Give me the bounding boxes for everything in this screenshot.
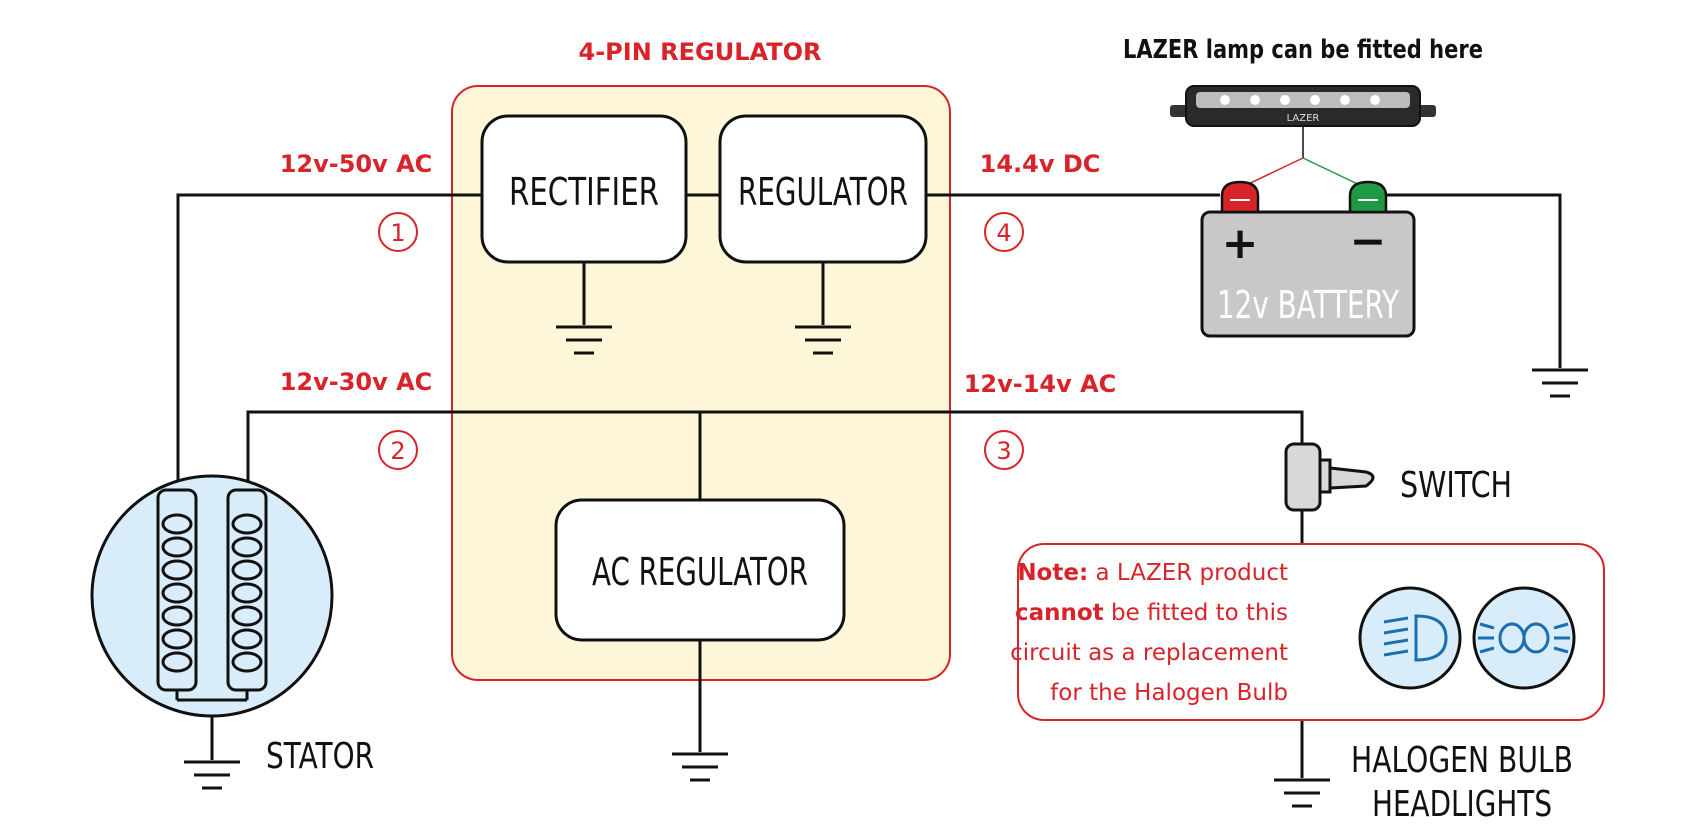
note-line1: a LAZER product: [1088, 560, 1288, 586]
ac-regulator-label: AC REGULATOR: [592, 550, 808, 594]
ground-icon: [672, 752, 728, 782]
regulator-title: 4-PIN REGULATOR: [579, 38, 822, 66]
svg-text:4: 4: [996, 219, 1011, 247]
ground-icon: [1532, 368, 1588, 398]
wire-battery-ground: [1370, 193, 1562, 368]
ground-symbols: [184, 325, 1588, 808]
svg-text:1: 1: [390, 219, 405, 247]
lamp-brand: LAZER: [1287, 113, 1320, 124]
wire-4-voltage: 14.4v DC: [980, 150, 1101, 178]
svg-text:3: 3: [996, 437, 1011, 465]
rectifier-box: [480, 114, 688, 264]
stator-label: STATOR: [266, 736, 374, 777]
battery-plus: +: [1222, 218, 1259, 269]
headlights-label-line2: HEADLIGHTS: [1372, 784, 1552, 825]
ground-icon: [795, 325, 851, 355]
wire-2-number: 2: [378, 430, 418, 470]
lamp-wire-negative: [1302, 157, 1367, 189]
wire-1-voltage: 12v-50v AC: [280, 150, 433, 178]
switch-icon: [1284, 442, 1375, 512]
positive-terminal-icon: [1220, 180, 1260, 214]
wire-3-voltage: 12v-14v AC: [964, 370, 1117, 398]
regulator-label: REGULATOR: [738, 170, 908, 214]
wire-3-number: 3: [984, 430, 1024, 470]
svg-text:2: 2: [390, 437, 405, 465]
note-box: [1017, 543, 1605, 721]
rectifier-label: RECTIFIER: [509, 170, 659, 214]
note-line2: be fitted to this: [1104, 600, 1288, 626]
ac-regulator-box: [554, 498, 846, 642]
note-line3: circuit as a replacement: [1010, 640, 1288, 666]
lamp-caption: LAZER lamp can be fitted here: [1123, 35, 1483, 65]
switch-label: SWITCH: [1400, 465, 1512, 506]
low-beam-icon: [1358, 586, 1462, 690]
wire-4-number: 4: [984, 212, 1024, 252]
wire-2-voltage: 12v-30v AC: [280, 368, 433, 396]
regulator-box: [718, 114, 928, 264]
battery: + − 12v BATTERY: [1200, 180, 1416, 338]
headlights-label-line1: HALOGEN BULB: [1351, 740, 1573, 781]
ground-icon: [1274, 778, 1330, 808]
high-beam-icon: [1472, 586, 1576, 690]
stator: [90, 474, 334, 718]
note-cannot: cannot: [1015, 600, 1104, 626]
coil-icon: [231, 513, 263, 673]
note-prefix: Note:: [1017, 560, 1088, 586]
ground-icon: [184, 760, 240, 790]
svg-text:cannot be fitted to this: cannot be fitted to this: [1015, 600, 1288, 626]
note-text: Note: a LAZER product cannot be fitted t…: [1010, 560, 1288, 706]
battery-minus: −: [1350, 216, 1387, 267]
wire-2-3: [246, 410, 1304, 490]
negative-terminal-icon: [1348, 180, 1388, 214]
wire-1-number: 1: [378, 212, 418, 252]
battery-label: 12v BATTERY: [1217, 283, 1400, 327]
svg-text:Note: a LAZER product: Note: a LAZER product: [1017, 560, 1288, 586]
ground-icon: [556, 325, 612, 355]
wire-1: [176, 193, 482, 490]
coil-icon: [161, 513, 193, 673]
lazer-lamp-icon: LAZER: [1170, 85, 1436, 127]
note-line4: for the Halogen Bulb: [1050, 680, 1288, 706]
